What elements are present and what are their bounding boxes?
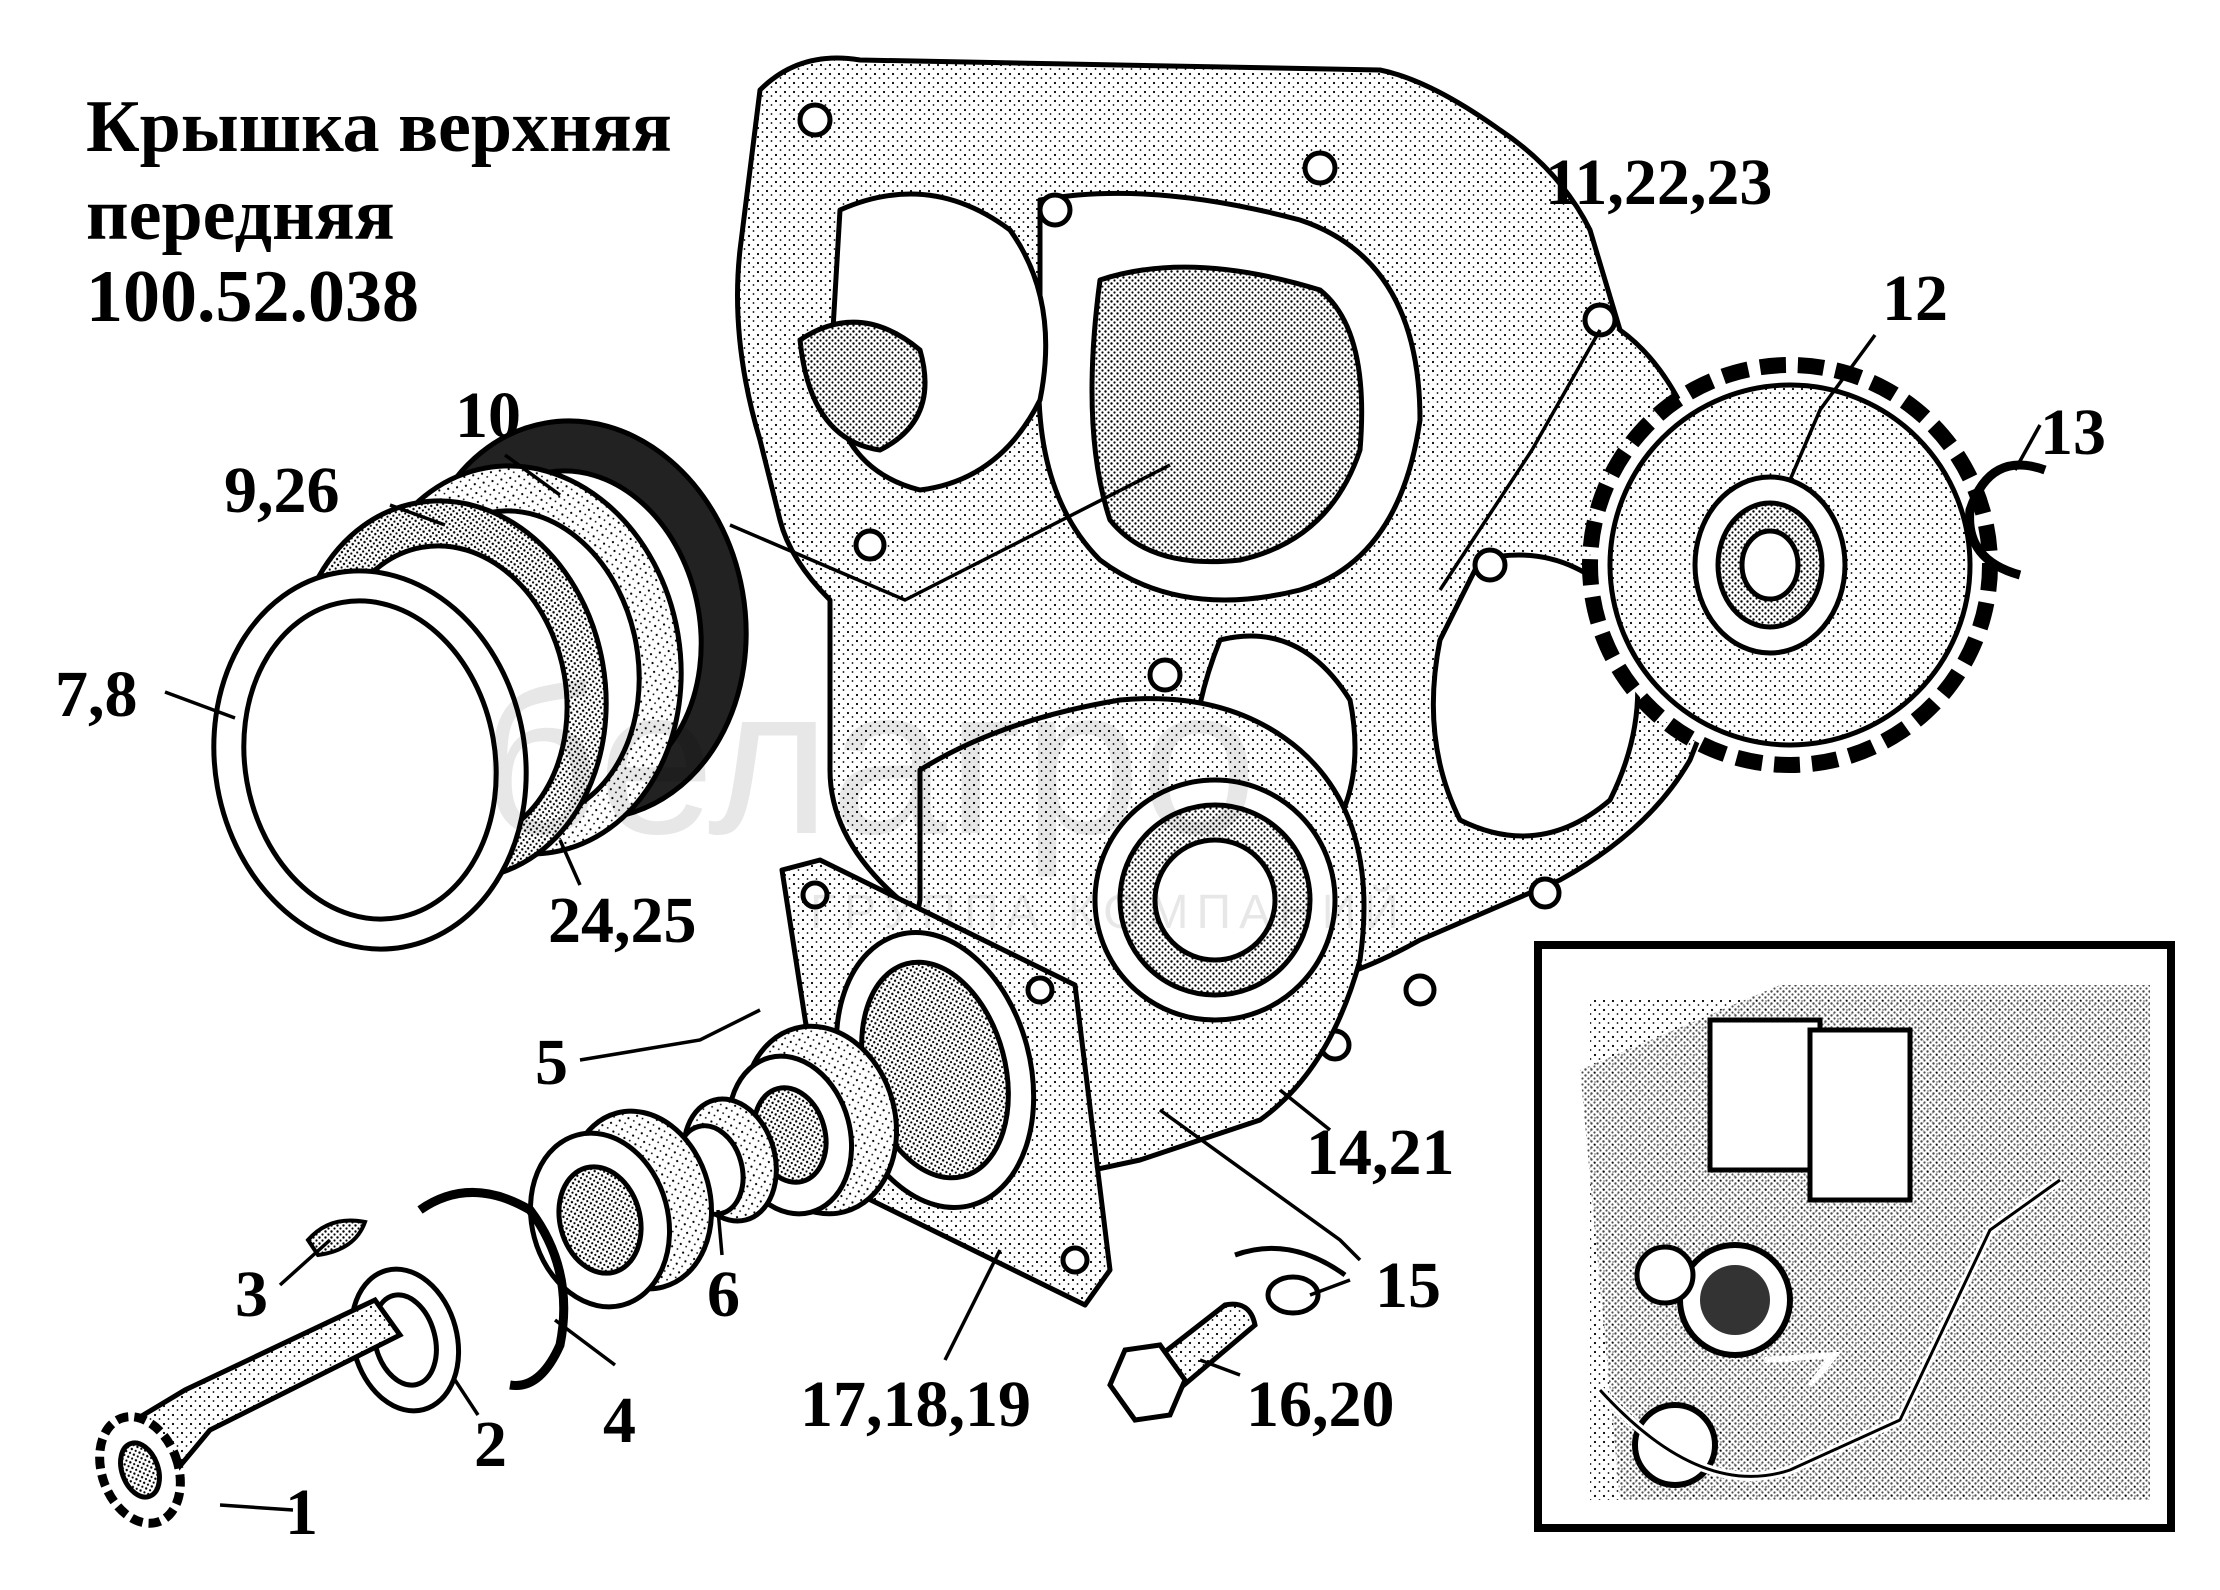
bearing-main <box>527 1108 715 1310</box>
callout-1: 1 <box>285 1476 318 1549</box>
callout-16-20: 16,20 <box>1246 1368 1395 1441</box>
bolt-16-20 <box>1107 1301 1258 1423</box>
callout-3: 3 <box>235 1258 268 1331</box>
callout-12: 12 <box>1882 262 1948 335</box>
callout-17-18-19: 17,18,19 <box>800 1368 1031 1441</box>
watermark-subtitle: ГРУППА КОМПАНИЙ <box>810 886 1407 939</box>
diagram-title-line-2: передняя <box>86 174 395 256</box>
callout-9-26: 9,26 <box>224 454 340 527</box>
callout-10: 10 <box>455 379 521 452</box>
diagram-title-part-number: 100.52.038 <box>86 256 419 338</box>
inset-photo <box>1534 941 2175 1532</box>
callout-5: 5 <box>535 1026 568 1099</box>
diagram-title-line-1: Крышка верхняя <box>86 86 672 168</box>
splined-shaft-1 <box>95 1296 404 1528</box>
callout-13: 13 <box>2040 396 2106 469</box>
callout-11-22-23: 11,22,23 <box>1545 146 1773 219</box>
seal-ring-stack <box>211 418 749 952</box>
watermark-brand: белагро <box>480 643 1258 878</box>
callout-15: 15 <box>1375 1249 1441 1322</box>
callout-24-25: 24,25 <box>548 884 697 957</box>
callout-7-8: 7,8 <box>55 658 138 731</box>
washer-15 <box>1234 1245 1347 1316</box>
callout-14-21: 14,21 <box>1306 1116 1455 1189</box>
bearing-5 <box>725 1023 900 1217</box>
callout-6: 6 <box>707 1258 740 1331</box>
gear-wheel <box>1582 357 1998 773</box>
leader-lines <box>164 329 2042 1512</box>
snap-ring-4 <box>417 1188 569 1390</box>
callout-4: 4 <box>603 1384 636 1457</box>
callout-2: 2 <box>474 1408 507 1481</box>
